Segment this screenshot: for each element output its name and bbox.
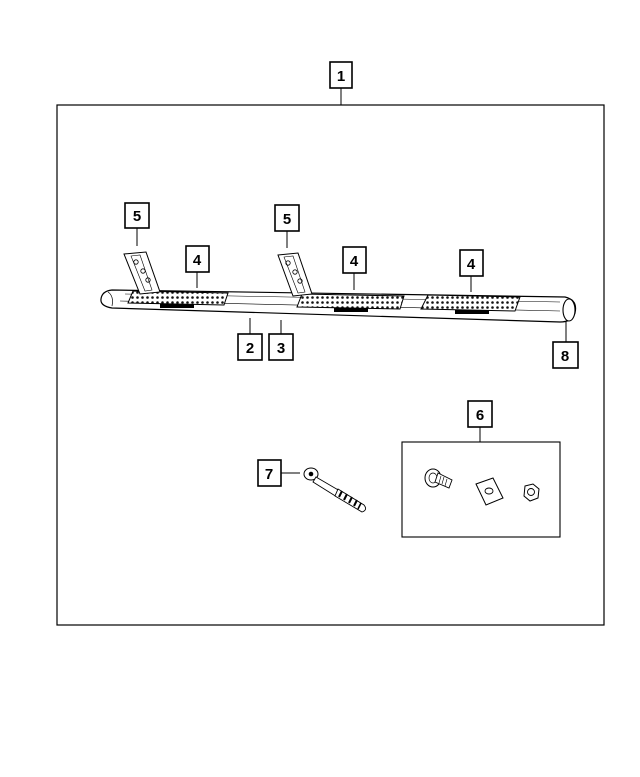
callout-2[interactable]: 2: [237, 318, 263, 361]
callout-4-middle[interactable]: 4: [342, 246, 367, 290]
callout-1-label: 1: [337, 68, 345, 85]
callout-1[interactable]: 1: [329, 61, 353, 105]
callout-7-label: 7: [265, 466, 273, 483]
callout-4-right[interactable]: 4: [459, 249, 484, 292]
callout-4-right-label: 4: [467, 256, 476, 273]
callout-4-left-label: 4: [193, 252, 202, 269]
step-pad-icon: [420, 294, 521, 314]
callout-5-middle[interactable]: 5: [274, 204, 300, 248]
callout-6-label: 6: [476, 407, 484, 424]
torque-wrench-icon: [303, 467, 367, 513]
callout-4-left[interactable]: 4: [185, 245, 210, 288]
callout-5-left[interactable]: 5: [124, 202, 150, 246]
callout-3-label: 3: [277, 340, 285, 357]
assembly-frame: [56, 104, 605, 626]
callout-2-label: 2: [246, 340, 254, 357]
end-cap-icon: [562, 298, 576, 322]
callout-8-label: 8: [561, 348, 569, 365]
mounting-bracket-icon: [277, 252, 313, 297]
callout-7[interactable]: 7: [257, 459, 300, 487]
step-pad-icon: [127, 290, 229, 308]
callout-3[interactable]: 3: [268, 320, 294, 361]
bolt-icon: [424, 468, 453, 489]
washer-icon: [523, 483, 540, 502]
callout-6[interactable]: 6: [467, 400, 493, 442]
mounting-bracket-icon: [123, 251, 161, 295]
callout-4-middle-label: 4: [350, 253, 359, 270]
step-pad-icon: [296, 293, 405, 312]
callout-5-middle-label: 5: [283, 211, 291, 228]
slot-nut-icon: [475, 477, 504, 506]
callout-5-left-label: 5: [133, 208, 141, 225]
callout-8[interactable]: 8: [552, 322, 579, 369]
hardware-kit-frame: [401, 441, 561, 538]
